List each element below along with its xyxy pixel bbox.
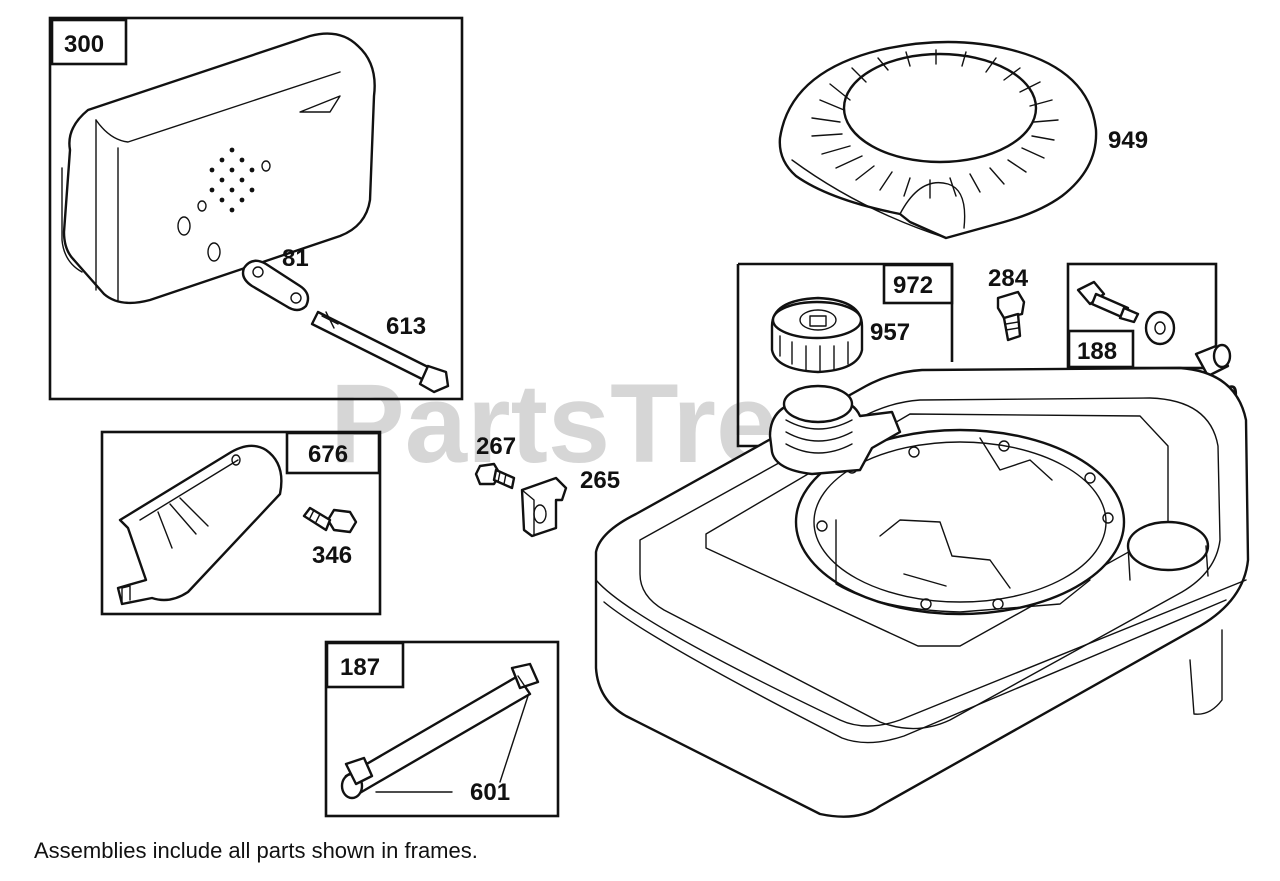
fuel-tank[interactable] <box>594 366 1250 818</box>
part-284-screw[interactable] <box>996 290 1026 342</box>
part-188-shoulder-bolt[interactable] <box>1076 280 1140 324</box>
frame-676[interactable]: 676 346 <box>100 430 382 616</box>
frame-676-tag: 676 <box>308 441 348 468</box>
frame-676-tag-box <box>285 431 381 475</box>
label-601: 601 <box>470 779 510 806</box>
assembly-footnote: Assemblies include all parts shown in fr… <box>34 838 478 863</box>
label-346: 346 <box>312 542 352 569</box>
part-81-gasket[interactable] <box>241 259 310 312</box>
label-81: 81 <box>282 245 309 272</box>
part-188-washer[interactable] <box>1144 310 1176 346</box>
frame-188-tag: 188 <box>1077 338 1117 365</box>
label-957: 957 <box>870 319 910 346</box>
part-957-fuel-cap[interactable] <box>770 296 864 374</box>
frame-187-tag: 187 <box>340 654 380 681</box>
frame-300-tag: 300 <box>64 31 104 58</box>
part-265-clip[interactable] <box>520 476 568 538</box>
label-267: 267 <box>476 433 516 460</box>
part-676-shield[interactable] <box>116 444 283 606</box>
label-949: 949 <box>1108 127 1148 154</box>
frame-188[interactable]: 188 <box>1066 262 1218 370</box>
frame-187-tag-box <box>325 641 405 689</box>
frame-300-tag-box <box>50 18 128 66</box>
frame-188-tag-box <box>1067 329 1135 369</box>
frame-972-tag-box <box>882 263 954 305</box>
frame-972-tag: 972 <box>893 272 933 299</box>
part-949-blower-housing[interactable] <box>778 40 1098 240</box>
part-187-fuel-line[interactable] <box>340 662 540 800</box>
muffler-part[interactable] <box>61 32 376 305</box>
part-267-screw[interactable] <box>474 462 516 490</box>
part-670-spacer[interactable] <box>1194 343 1232 378</box>
frame-300-border <box>48 16 464 401</box>
label-284: 284 <box>988 265 1029 292</box>
frame-187-border <box>324 640 560 818</box>
label-265: 265 <box>580 467 620 494</box>
part-613-bolt[interactable] <box>310 310 450 394</box>
label-613: 613 <box>386 313 426 340</box>
leader-601 <box>375 695 529 793</box>
frame-187[interactable]: 187 601 <box>324 640 560 818</box>
part-346-screw[interactable] <box>302 506 358 534</box>
frame-676-border <box>100 430 382 616</box>
frame-300[interactable]: 300 81 <box>48 16 464 401</box>
frame-972[interactable]: 972 957 <box>736 262 954 448</box>
